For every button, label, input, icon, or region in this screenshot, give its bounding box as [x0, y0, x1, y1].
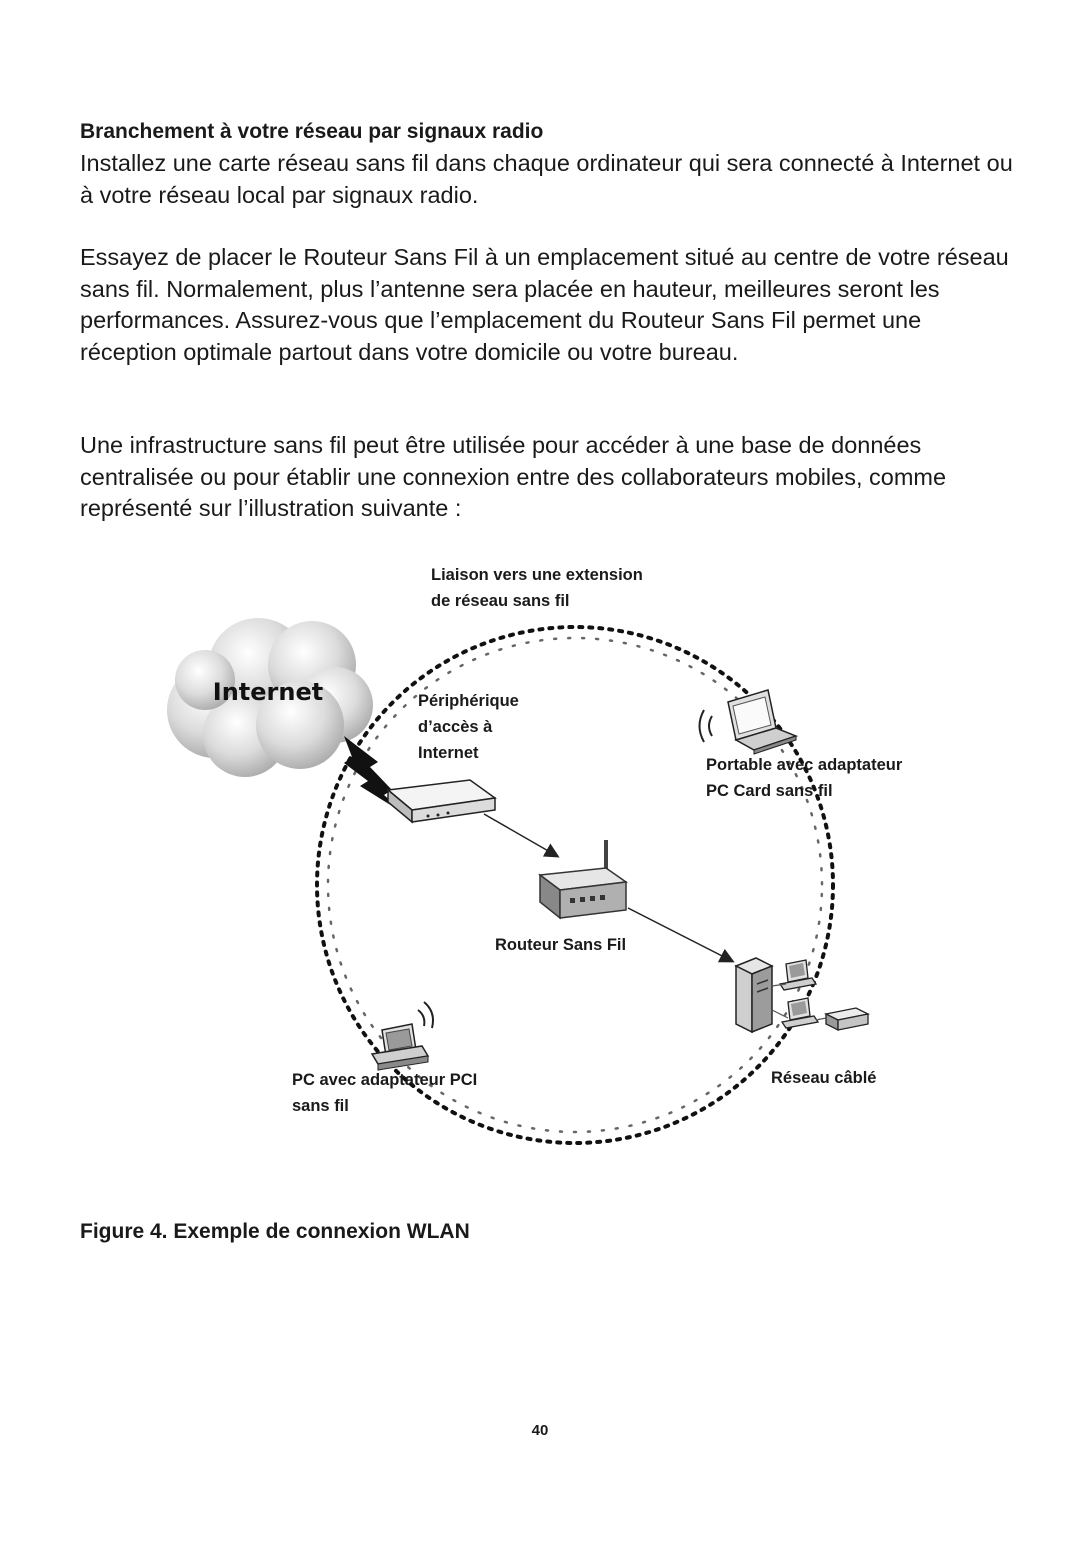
- label-network-extension: Liaison vers une extension de réseau san…: [431, 566, 643, 610]
- server-tower-icon: [734, 957, 774, 1034]
- wlan-diagram-graphic: Internet: [167, 618, 870, 1145]
- internet-cloud-label: Internet: [213, 678, 323, 706]
- arrow-modem-to-router: [483, 813, 560, 858]
- paragraph-install-card: Installez une carte réseau sans fil dans…: [80, 150, 1013, 208]
- label-wireless-router: Routeur Sans Fil: [495, 936, 627, 954]
- modem-icon: [386, 779, 497, 824]
- laptop-wireless-waves-icon: [698, 709, 713, 743]
- label-wired-network: Réseau câblé: [771, 1069, 877, 1087]
- section-heading: Branchement à votre réseau par signaux r…: [80, 120, 544, 143]
- coverage-circle: [315, 625, 835, 1145]
- internet-cloud-icon: Internet: [167, 618, 373, 777]
- wired-pc-top-icon: [778, 959, 818, 991]
- paragraph-router-placement: Essayez de placer le Routeur Sans Fil à …: [80, 244, 1009, 365]
- page-number: 40: [531, 1422, 549, 1439]
- wireless-router-icon: [538, 840, 629, 920]
- wired-pc-bottom-icon: [780, 997, 820, 1029]
- network-hub-icon: [824, 1007, 870, 1032]
- label-desktop-pc: PC avec adaptateur PCI sans fil: [292, 1071, 478, 1115]
- wlan-diagram: Internet: [0, 540, 1080, 1180]
- figure-caption: Figure 4. Exemple de connexion WLAN: [80, 1220, 470, 1243]
- label-internet-access-device: Périphérique d’accès à Internet: [418, 692, 519, 762]
- paragraph-infrastructure: Une infrastructure sans fil peut être ut…: [80, 432, 947, 521]
- arrow-router-to-wired: [627, 907, 735, 963]
- label-laptop: Portable avec adaptateur PC Card sans fi…: [706, 756, 903, 800]
- pc-wireless-waves-icon: [417, 1001, 434, 1029]
- wired-links: [771, 983, 827, 1021]
- laptop-icon: [727, 689, 799, 755]
- lightning-bolt-icon: [344, 736, 408, 816]
- desktop-pc-icon: [370, 1023, 430, 1071]
